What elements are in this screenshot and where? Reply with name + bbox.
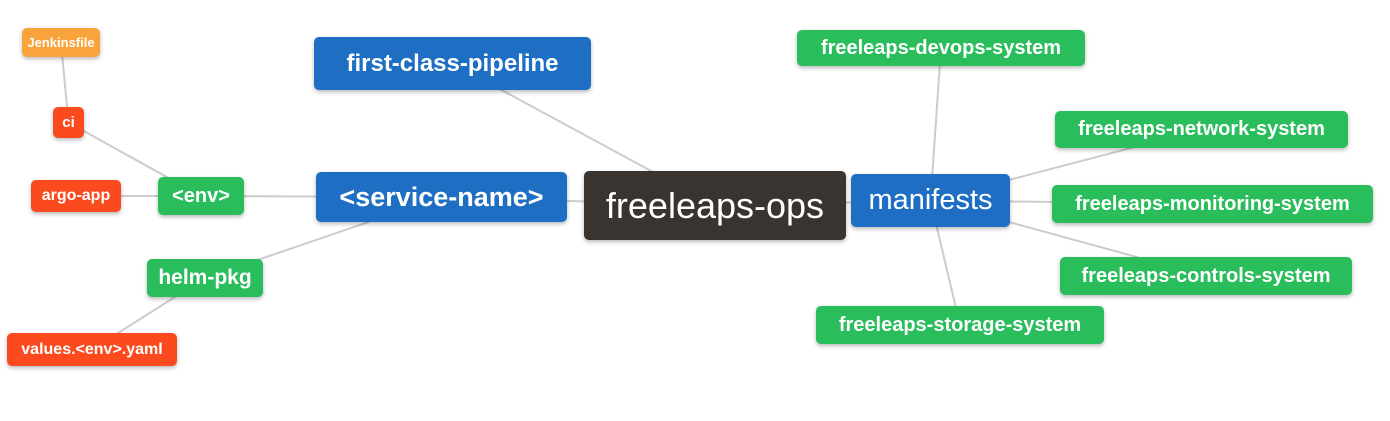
mindmap-node-freeleaps-devops-system[interactable]: freeleaps-devops-system (797, 30, 1085, 66)
mindmap-node-helm-pkg[interactable]: helm-pkg (147, 259, 263, 297)
mindmap-node-freeleaps-ops-root[interactable]: freeleaps-ops (584, 171, 846, 240)
mindmap-node-freeleaps-storage-system[interactable]: freeleaps-storage-system (816, 306, 1104, 344)
mindmap-node-env[interactable]: <env> (158, 177, 244, 215)
mindmap-node-freeleaps-monitoring-system[interactable]: freeleaps-monitoring-system (1052, 185, 1373, 223)
mindmap-node-jenkinsfile[interactable]: Jenkinsfile (22, 28, 100, 57)
mindmap-node-ci[interactable]: ci (53, 107, 84, 138)
mindmap-node-service-name[interactable]: <service-name> (316, 172, 567, 222)
mindmap-node-values-env-yaml[interactable]: values.<env>.yaml (7, 333, 177, 366)
mindmap-node-freeleaps-network-system[interactable]: freeleaps-network-system (1055, 111, 1348, 148)
mindmap-node-first-class-pipeline[interactable]: first-class-pipeline (314, 37, 591, 90)
mindmap-node-argo-app[interactable]: argo-app (31, 180, 121, 212)
mindmap-node-freeleaps-controls-system[interactable]: freeleaps-controls-system (1060, 257, 1352, 295)
mindmap-node-manifests[interactable]: manifests (851, 174, 1010, 227)
